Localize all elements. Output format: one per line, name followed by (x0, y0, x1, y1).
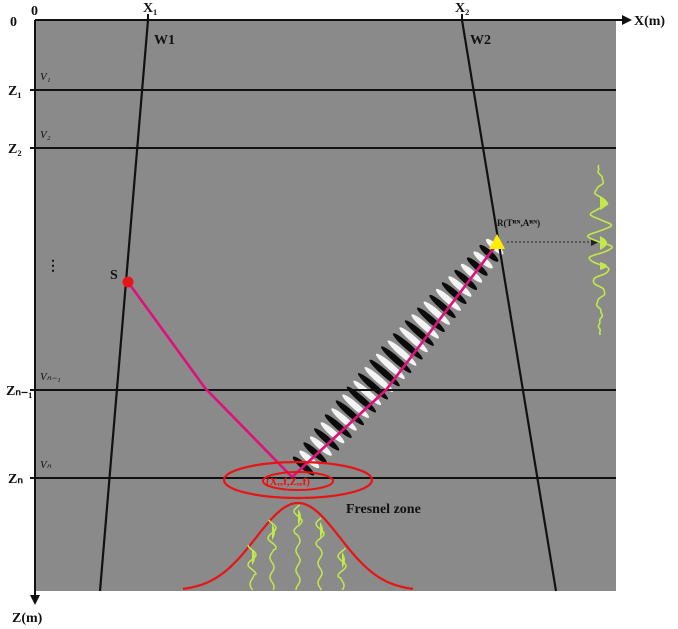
wavefield-dark-band (303, 442, 327, 464)
source-point (122, 276, 134, 288)
fresnel-trace-wiggle (293, 504, 303, 591)
wavefield-dark-band (357, 373, 389, 400)
wavefield-dark-band (314, 428, 340, 451)
receiver-seismic-trace (586, 164, 614, 336)
x1-tick-label: X₁ (143, 1, 157, 16)
origin-z-label: 0 (10, 15, 17, 30)
fresnel-trace-lobe (252, 549, 255, 565)
wavefield-light-band (364, 367, 394, 393)
velocity-v2-label: V₂ (40, 129, 51, 141)
wavefield-dark-band (369, 359, 400, 387)
receiver-trace-lobe (600, 236, 607, 250)
wavefield-light-band (448, 276, 472, 297)
receiver-ray-path (291, 243, 499, 478)
depth-ellipsis: ⋮ (46, 259, 60, 274)
x2-tick-label: X₂ (455, 1, 469, 16)
depth-z1-label: Z₁ (8, 84, 22, 99)
source-ray-path (126, 281, 293, 478)
wavefield-light-band (460, 263, 483, 283)
wavefield-light-band (331, 408, 357, 431)
fresnel-gaussian-curve (182, 501, 414, 590)
model-panel (35, 20, 616, 591)
wavefield-light-band (309, 436, 332, 456)
fresnel-zone-label: Fresnel zone (346, 502, 421, 517)
velocity-v1-label: V₁ (40, 71, 51, 83)
depth-zn-1-label: Zₙ₋₁ (6, 384, 33, 399)
receiver-trace-lobe (600, 196, 607, 210)
well-w2 (460, 19, 558, 592)
wavefield-dark-band (441, 282, 467, 305)
fresnel-traces (247, 504, 347, 591)
velocity-vn-1-label: Vₙ₋₁ (40, 371, 61, 383)
wavefield-dark-band (335, 400, 364, 426)
wavefield-dark-band (454, 269, 478, 290)
wavefield-dark-band (466, 257, 488, 276)
fresnel-trace-wiggle (337, 547, 347, 591)
wavefield-stripes (292, 238, 504, 476)
wavefield-dark-band (416, 307, 445, 333)
wavefield-light-band (411, 314, 439, 339)
depth-z2-label: Z₂ (8, 142, 22, 157)
reflection-point-ellipse (262, 471, 334, 491)
wavefield-light-band (320, 422, 345, 444)
well-w1 (98, 19, 150, 592)
velocity-vn-label: Vₙ (40, 459, 52, 471)
fresnel-trace-wiggle (247, 544, 257, 591)
receiver-trace-lobe (600, 262, 607, 270)
wavefield-light-band (473, 251, 493, 269)
x-axis-label: X(m) (634, 14, 665, 29)
wavefield-dark-band (429, 294, 456, 319)
layer-boundaries (35, 89, 616, 479)
origin-x-label: 0 (31, 4, 38, 19)
fresnel-trace-lobe (320, 522, 323, 538)
wavefield-light-band (423, 301, 450, 325)
wavefield-light-band (353, 380, 382, 406)
well-w1-label: W1 (154, 33, 175, 48)
fresnel-trace-lobe (342, 552, 345, 568)
receiver-trace-wiggle (586, 164, 614, 336)
fresnel-trace-lobe (298, 509, 301, 525)
z-axis-label: Z(m) (12, 611, 43, 626)
receiver-triangle (489, 234, 505, 249)
fresnel-ellipse (222, 460, 374, 500)
well-w2-label: W2 (470, 33, 491, 48)
wavefield-dark-band (324, 414, 352, 438)
reflection-point-label: (Xᵣₑf,Zᵣₑf) (266, 476, 310, 488)
receiver-label: R(Tᴿᴺ,Aᴿᴺ) (497, 218, 540, 228)
source-label: S (110, 268, 118, 283)
wavefield-dark-band (404, 320, 434, 346)
fresnel-trace-lobe (272, 524, 275, 540)
wavefield-light-band (435, 288, 461, 311)
depth-zn-label: Zₙ (8, 472, 23, 487)
